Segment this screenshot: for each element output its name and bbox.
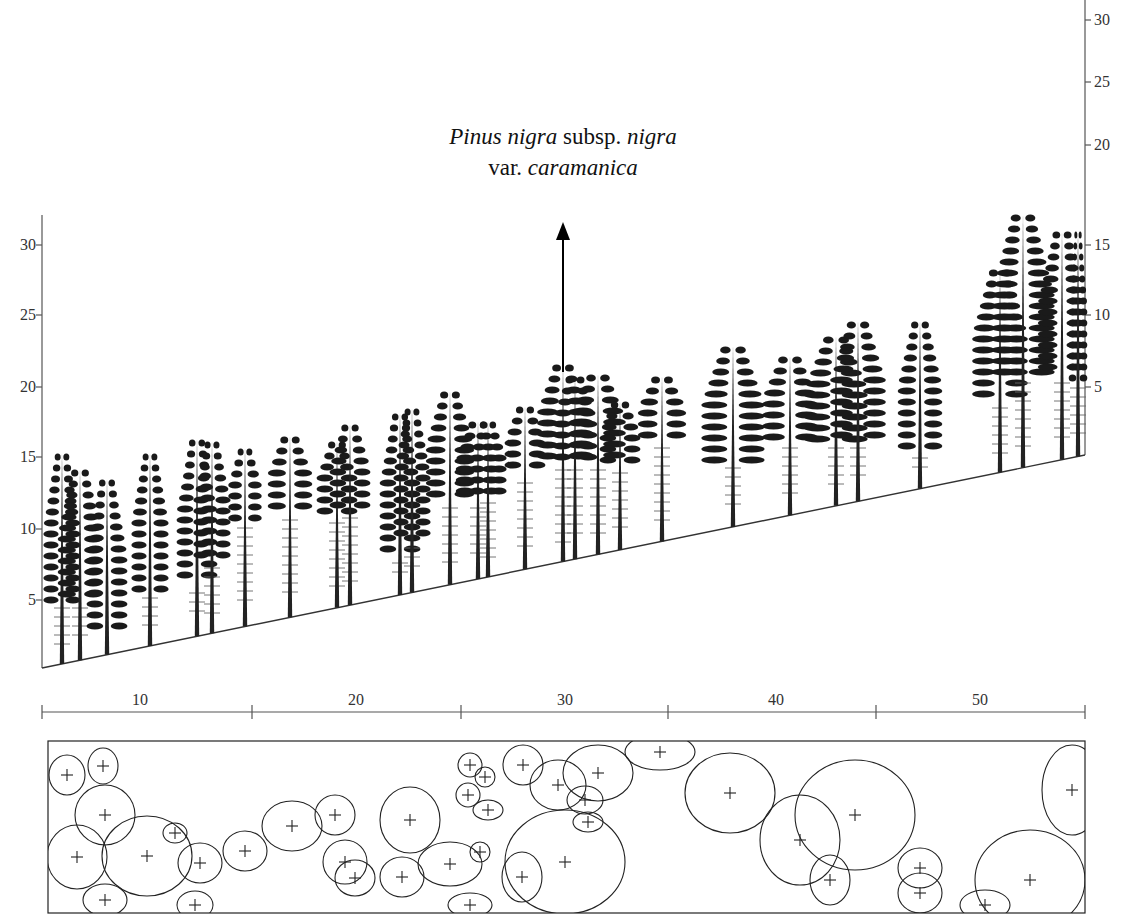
scale-number: 40 xyxy=(766,692,786,708)
pointer-arrow xyxy=(556,222,570,372)
axis-number: 15 xyxy=(1094,237,1110,253)
axis-number: 20 xyxy=(20,379,36,395)
axis-number: 30 xyxy=(1094,12,1110,28)
axis-number: 10 xyxy=(1094,307,1110,323)
axis-number: 5 xyxy=(28,592,36,608)
scale-number: 30 xyxy=(555,692,575,708)
axis-number: 30 xyxy=(20,237,36,253)
scale-number: 20 xyxy=(346,692,366,708)
species-label: Pinus nigra subsp. nigra var. caramanica xyxy=(436,121,691,183)
axis-number: 5 xyxy=(1094,379,1102,395)
axis-number: 15 xyxy=(20,449,36,465)
axis-number: 25 xyxy=(20,307,36,323)
axis-ticks xyxy=(36,20,1091,719)
axis-number: 10 xyxy=(20,521,36,537)
tree-profiles xyxy=(43,213,1087,664)
axis-number: 20 xyxy=(1094,137,1110,153)
crown-projections xyxy=(48,741,1085,913)
scale-number: 50 xyxy=(970,692,990,708)
scale-number: 10 xyxy=(130,692,150,708)
axes xyxy=(42,0,1085,913)
axis-number: 25 xyxy=(1094,74,1110,90)
